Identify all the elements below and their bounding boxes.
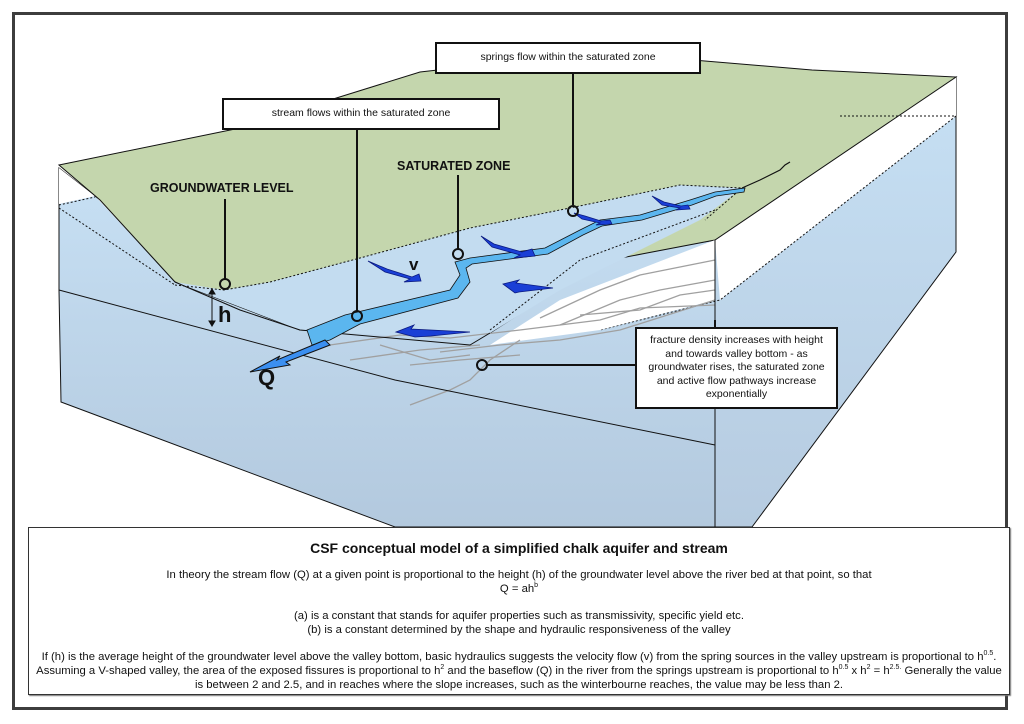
groundwater-level-side <box>58 115 957 331</box>
exponent: 0.5 <box>838 664 849 672</box>
flow-arrow <box>502 279 554 294</box>
q-symbol: Q <box>258 365 276 390</box>
hydraulics-text: = h <box>870 665 890 677</box>
flow-arrows <box>367 195 691 338</box>
h-dimension-arrow <box>208 288 216 327</box>
exponent: 2 <box>866 664 871 672</box>
stream-channel <box>306 187 746 346</box>
exponent: 2.5. <box>889 664 902 672</box>
springs-callout: springs flow within the saturated zone <box>435 42 701 74</box>
v-symbol: v <box>409 255 419 274</box>
caption-paragraph-hydraulics: If (h) is the average height of the grou… <box>29 650 1009 692</box>
exponent: 2 <box>440 664 445 672</box>
caption-equation: Q = ahb <box>29 582 1009 596</box>
stream-marker <box>351 310 363 322</box>
flow-arrow <box>367 260 422 283</box>
stream-callout-text: stream flows within the saturated zone <box>271 107 451 120</box>
flow-arrow <box>480 235 536 259</box>
river-bed-line <box>58 289 716 446</box>
groundwater-level-label: GROUNDWATER LEVEL <box>150 181 294 195</box>
valley-profile-line <box>174 281 491 346</box>
h-symbol: h <box>218 302 232 327</box>
springs-marker <box>567 205 579 217</box>
exponent: 0.5 <box>983 650 994 658</box>
unsaturated-band-right <box>715 77 956 300</box>
caption-box: CSF conceptual model of a simplified cha… <box>28 527 1010 695</box>
groundwater-level-line <box>174 184 744 291</box>
fracture-callout: fracture density increases with height a… <box>635 327 838 409</box>
saturated-zone-marker <box>452 248 464 260</box>
stream-callout: stream flows within the saturated zone <box>222 98 500 130</box>
unsaturated-band-left <box>59 168 175 282</box>
caption-paragraph-constants: (a) is a constant that stands for aquife… <box>29 609 1009 637</box>
constant-a-definition: (a) is a constant that stands for aquife… <box>294 610 744 622</box>
saturated-zone-label: SATURATED ZONE <box>397 159 511 173</box>
flow-arrow <box>394 324 471 338</box>
flow-arrow <box>573 212 613 226</box>
hydraulics-text: and the baseflow (Q) in the river from t… <box>444 665 839 677</box>
leader-circles <box>219 205 579 371</box>
caption-paragraph-intro: In theory the stream flow (Q) at a given… <box>29 568 1009 596</box>
flow-arrow <box>651 195 691 211</box>
stream-headwater <box>741 161 791 189</box>
caption-title: CSF conceptual model of a simplified cha… <box>310 540 728 556</box>
hydraulics-text: x h <box>848 665 867 677</box>
hydraulics-text: Generally the value is between 2 and 2.5… <box>194 665 1002 691</box>
constant-b-definition: (b) is a constant determined by the shap… <box>307 624 731 636</box>
fracture-marker <box>476 359 488 371</box>
fracture-callout-text: fracture density increases with height a… <box>648 334 825 401</box>
equation-base: Q = ah <box>499 583 535 595</box>
hydraulics-text: If (h) is the average height of the grou… <box>41 651 984 663</box>
exposed-fissure-face <box>490 240 715 345</box>
q-discharge-arrow <box>249 339 331 373</box>
equation-exponent: b <box>534 582 539 590</box>
caption-intro-line: In theory the stream flow (Q) at a given… <box>166 569 872 581</box>
groundwater-level-marker <box>219 278 231 290</box>
hydraulics-text: . Assuming a V-shaped valley, the area o… <box>36 651 997 677</box>
leader-lines <box>224 74 716 366</box>
springs-callout-text: springs flow within the saturated zone <box>480 51 656 64</box>
